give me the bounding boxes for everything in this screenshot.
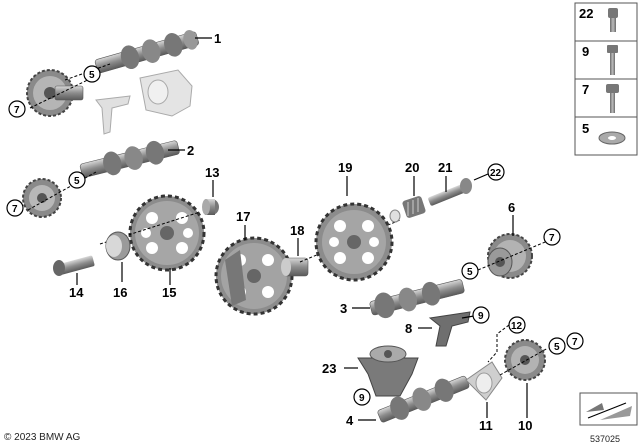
spacer-part-18[interactable] xyxy=(281,257,309,277)
callout-5: 5 xyxy=(554,342,560,353)
callout-2: 2 xyxy=(187,143,194,158)
camshaft-part-3[interactable] xyxy=(368,273,466,321)
callout-22: 22 xyxy=(490,168,502,179)
legend-label-22: 22 xyxy=(579,6,593,21)
sprocket-part-6[interactable] xyxy=(487,233,533,279)
callout-17: 17 xyxy=(236,209,250,224)
short-bolt-icon xyxy=(608,8,618,32)
hex-bolt-icon xyxy=(607,45,618,75)
sprocket-top[interactable] xyxy=(26,69,84,117)
callout-circle xyxy=(461,262,479,280)
callout-23: 23 xyxy=(322,361,336,376)
callout-5: 5 xyxy=(467,267,473,278)
gear-part-15[interactable] xyxy=(128,194,206,272)
callout-1: 1 xyxy=(214,31,221,46)
callout-circle xyxy=(8,100,26,118)
flange-bolt-icon xyxy=(606,84,619,113)
camshaft-part-1[interactable] xyxy=(93,26,201,78)
callout-9: 9 xyxy=(478,311,484,322)
callout-21: 21 xyxy=(438,160,452,175)
callout-circle xyxy=(566,332,584,350)
callout-circle xyxy=(543,228,561,246)
callout-19: 19 xyxy=(338,160,352,175)
callout-circle xyxy=(353,388,371,406)
callout-5: 5 xyxy=(74,176,80,187)
callout-circle xyxy=(83,65,101,83)
legend-label-7: 7 xyxy=(582,82,589,97)
callout-20: 20 xyxy=(405,160,419,175)
callout-4: 4 xyxy=(346,413,354,428)
gear-part-19[interactable] xyxy=(314,202,394,282)
shaft-part-21[interactable] xyxy=(428,178,472,206)
document-id: 537025 xyxy=(590,434,621,444)
callout-14: 14 xyxy=(69,285,84,300)
callout-7: 7 xyxy=(549,233,555,244)
callout-12: 12 xyxy=(511,321,523,332)
callout-7: 7 xyxy=(14,105,20,116)
callout-11: 11 xyxy=(479,418,493,433)
callout-circle xyxy=(68,171,86,189)
callout-9: 9 xyxy=(359,393,365,404)
ring-part-16[interactable] xyxy=(105,231,131,261)
callout-circle xyxy=(487,163,505,181)
sprocket-middle-left[interactable] xyxy=(22,178,62,218)
camshaft-part-2[interactable] xyxy=(78,135,181,182)
callout-10: 10 xyxy=(518,418,532,433)
callout-circle xyxy=(472,306,490,324)
copyright-notice: © 2023 BMW AG xyxy=(4,432,81,443)
assembly-bracket-12 xyxy=(487,334,498,363)
view-symbol xyxy=(579,392,638,426)
callout-7: 7 xyxy=(572,337,578,348)
callout-3: 3 xyxy=(340,301,347,316)
callout-16: 16 xyxy=(113,285,127,300)
camshaft-part-4[interactable] xyxy=(375,370,472,428)
callout-18: 18 xyxy=(290,223,304,238)
rocker-part-8[interactable] xyxy=(428,311,471,347)
housing-part-23[interactable] xyxy=(357,345,419,397)
callout-circle xyxy=(6,199,24,217)
washer-icon xyxy=(598,131,626,145)
gear-part-17[interactable] xyxy=(214,236,294,316)
sprocket-part-10[interactable] xyxy=(504,339,546,381)
fastener-legend: 22 9 7 5 xyxy=(574,2,638,156)
plate-part-11[interactable] xyxy=(465,361,503,401)
callout-5: 5 xyxy=(89,70,95,81)
legend-label-9: 9 xyxy=(582,44,589,59)
bushing-part-13[interactable] xyxy=(202,199,219,215)
bolt-part-14[interactable] xyxy=(53,255,95,276)
callout-15: 15 xyxy=(162,285,176,300)
bearing-part-20[interactable] xyxy=(389,195,426,223)
callout-6: 6 xyxy=(508,200,515,215)
callout-7: 7 xyxy=(12,204,18,215)
callout-8: 8 xyxy=(405,321,412,336)
bearing-bracket[interactable] xyxy=(95,69,193,135)
legend-label-5: 5 xyxy=(582,121,589,136)
callout-13: 13 xyxy=(205,165,219,180)
callout-circle xyxy=(548,337,566,355)
